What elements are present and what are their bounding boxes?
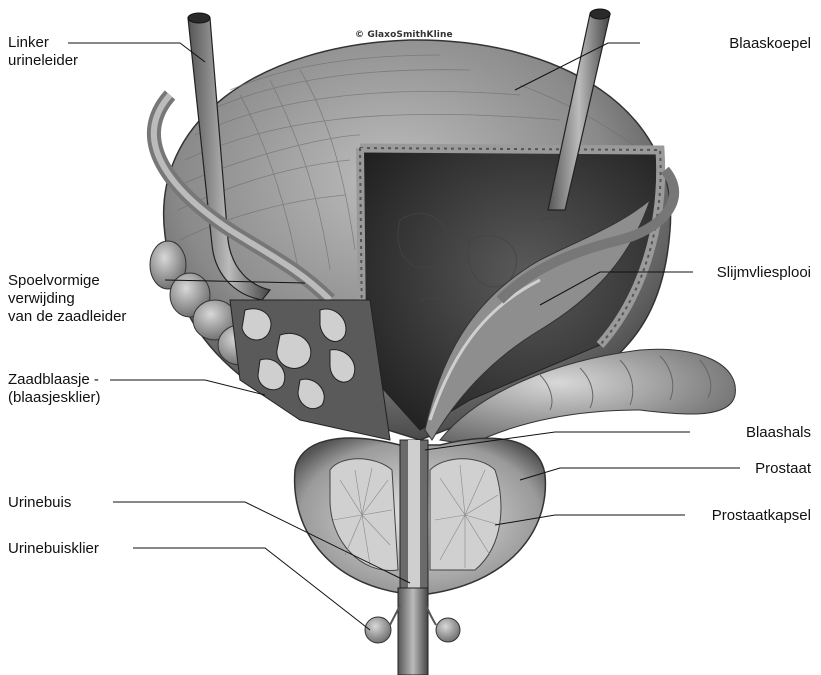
label-prostaatkapsel: Prostaatkapsel: [712, 507, 811, 525]
label-line: verwijding: [8, 290, 126, 308]
urethra: [365, 588, 460, 675]
label-spoelvormige-verwijding: Spoelvormige verwijding van de zaadleide…: [8, 272, 126, 326]
label-line: Spoelvormige: [8, 272, 126, 290]
label-zaadblaasje: Zaadblaasje - (blaasjesklier): [8, 371, 101, 407]
label-blaaskoepel: Blaaskoepel: [729, 35, 811, 53]
label-line: (blaasjesklier): [8, 389, 101, 407]
label-linker-urineleider: Linker urineleider: [8, 34, 78, 70]
label-prostaat: Prostaat: [755, 460, 811, 478]
label-urinebuis: Urinebuis: [8, 494, 71, 512]
label-line: Zaadblaasje -: [8, 371, 101, 389]
label-urinebuisklier: Urinebuisklier: [8, 540, 99, 558]
label-blaashals: Blaashals: [746, 424, 811, 442]
label-line: urineleider: [8, 52, 78, 70]
label-line: Linker: [8, 34, 78, 52]
label-line: van de zaadleider: [8, 308, 126, 326]
prostate: [295, 438, 546, 595]
label-slijmvliesplooi: Slijmvliesplooi: [717, 264, 811, 282]
copyright-watermark: © GlaxoSmithKline: [355, 30, 453, 40]
